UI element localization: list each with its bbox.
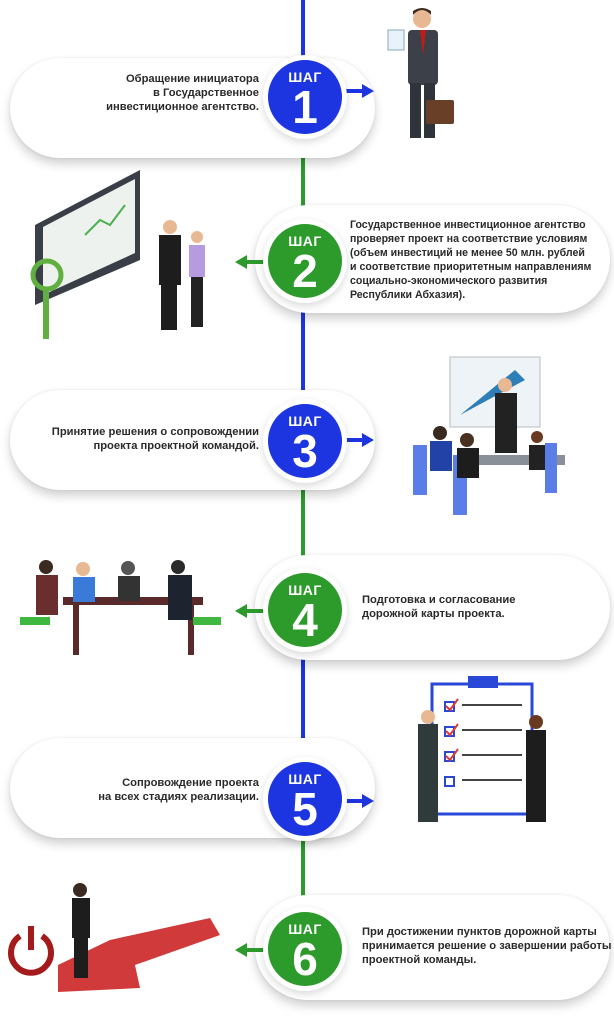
- checklist-illustration: [418, 676, 546, 822]
- step-5-text: Сопровождение проекта на всех стадиях ре…: [98, 777, 259, 803]
- businessman-briefcase-illustration: [387, 8, 454, 138]
- meeting-presentation-illustration: [413, 356, 565, 515]
- step-6-arrow: [246, 948, 276, 952]
- arrow-right-icon: [362, 84, 374, 98]
- step-2-arrow: [246, 260, 276, 264]
- arrow-left-icon: [235, 943, 247, 957]
- step-1-arrow: [330, 89, 364, 93]
- step-4-text: Подготовка и согласование дорожной карты…: [362, 594, 516, 620]
- step-3-text: Принятие решения о сопровождении проекта…: [51, 426, 259, 452]
- finish-arrow-illustration: [58, 883, 220, 992]
- step-4-arrow: [246, 609, 276, 613]
- connector-line: [301, 0, 305, 62]
- arrow-right-icon: [362, 794, 374, 808]
- step-5-arrow: [330, 799, 364, 803]
- arrow-left-icon: [235, 604, 247, 618]
- connector-line: [301, 488, 305, 573]
- arrow-left-icon: [235, 255, 247, 269]
- step-6-text: При достижении пунктов дорожной карты пр…: [362, 926, 612, 966]
- team-table-illustration: [20, 560, 221, 655]
- connector-line: [301, 140, 305, 235]
- arrow-right-icon: [362, 433, 374, 447]
- power-icon: [8, 926, 54, 976]
- step-3-arrow: [330, 438, 364, 442]
- connector-line: [301, 310, 305, 405]
- step-2-text: Государственное инвестиционное агентство…: [350, 219, 592, 301]
- step-1-text: Обращение инициатора в Государственное и…: [106, 73, 259, 113]
- connector-line: [301, 835, 305, 915]
- analytics-monitor-illustration: [30, 170, 205, 339]
- connector-line: [301, 658, 305, 753]
